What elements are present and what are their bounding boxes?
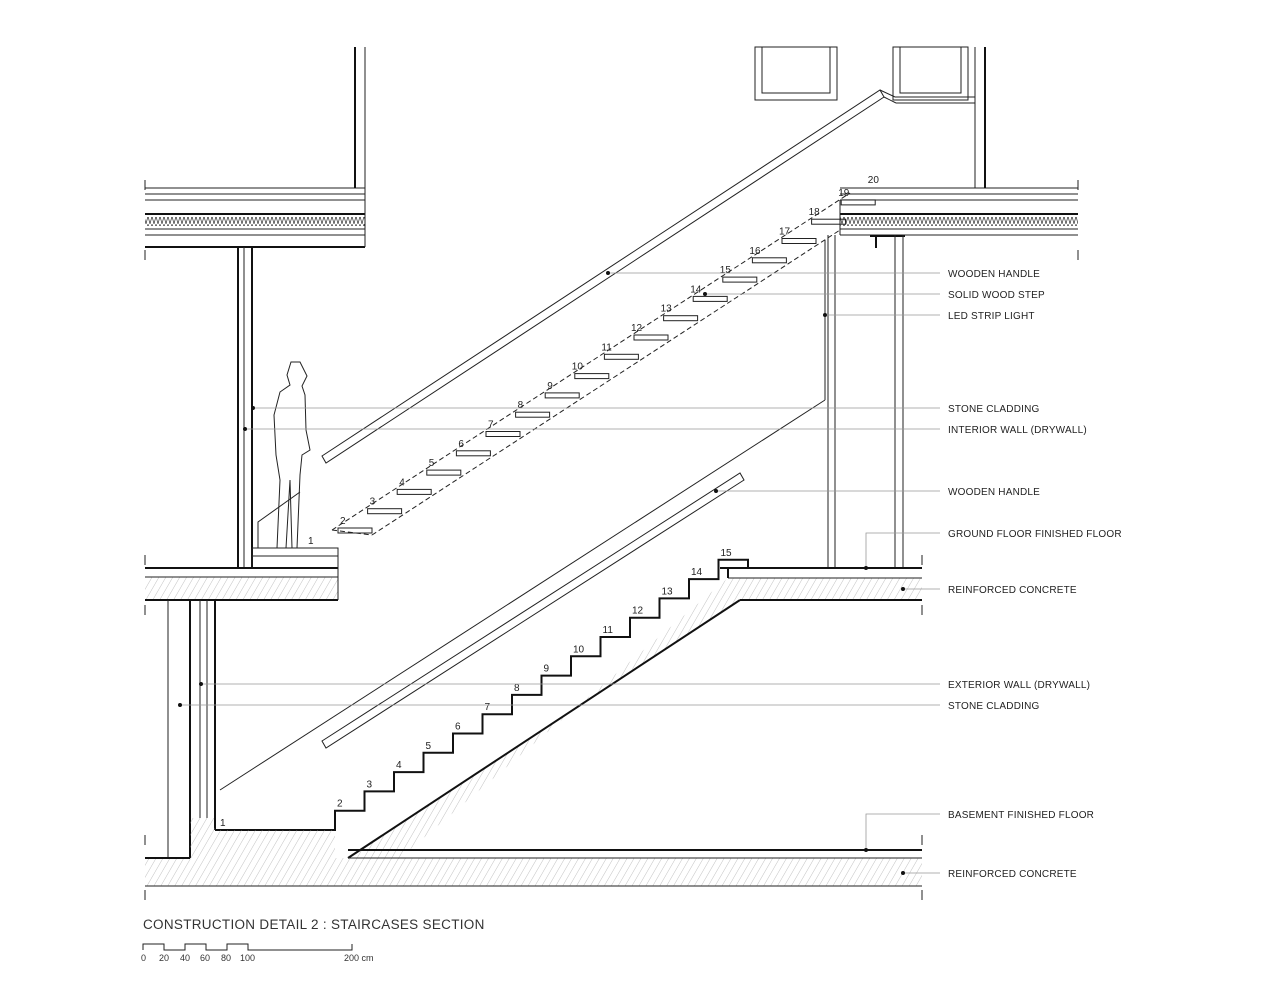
solid-wood-step	[455, 450, 491, 457]
solid-wood-step	[663, 315, 699, 322]
step-number: 6	[458, 439, 464, 450]
label-leaders: WOODEN HANDLE SOLID WOOD STEP LED STRIP LI…	[178, 269, 1122, 880]
callout-label: STONE CLADDING	[948, 701, 1040, 712]
solid-wood-step	[515, 411, 551, 418]
step-number: 3	[367, 779, 373, 790]
step-number: 12	[632, 606, 644, 617]
callout-label: BASEMENT FINISHED FLOOR	[948, 810, 1094, 821]
step-number: 5	[429, 458, 435, 469]
stair-stringer-dashed	[331, 192, 851, 531]
solid-wood-step	[337, 527, 373, 534]
step-number: 9	[547, 381, 553, 392]
step-number: 19	[838, 188, 850, 199]
lower-walls	[167, 600, 216, 858]
step-number: 7	[485, 702, 491, 713]
callout-label: WOODEN HANDLE	[948, 269, 1040, 280]
drawing-title: CONSTRUCTION DETAIL 2 : STAIRCASES SECTI…	[143, 917, 485, 932]
step-number: 1	[220, 818, 226, 829]
step-number: 4	[396, 760, 402, 771]
step-number: 14	[691, 567, 703, 578]
step-number: 5	[426, 741, 432, 752]
upper-handrail	[321, 89, 975, 464]
step-number: 12	[631, 323, 643, 334]
callout-label: INTERIOR WALL (DRYWALL)	[948, 425, 1087, 436]
step-number: 3	[370, 497, 376, 508]
callout-label: GROUND FLOOR FINISHED FLOOR	[948, 529, 1122, 540]
step-number: 2	[340, 516, 346, 527]
scale-tick: 0	[141, 953, 146, 963]
solid-wood-step	[633, 334, 669, 341]
stair-stringer-dashed	[371, 229, 841, 536]
solid-wood-step	[811, 218, 847, 225]
solid-wood-step	[781, 238, 817, 244]
scale-bar: 0 20 40 60 80 100 200 cm	[141, 943, 374, 963]
interior-walls	[219, 235, 904, 791]
stair-stringer-dashed	[331, 529, 373, 536]
step-number: 2	[337, 799, 343, 810]
solid-wood-step	[751, 257, 787, 264]
solid-wood-step	[396, 488, 432, 495]
solid-wood-step	[603, 353, 639, 360]
step-number: 11	[603, 625, 614, 636]
solid-wood-step	[544, 392, 580, 399]
solid-wood-step	[367, 508, 403, 515]
solid-wood-step	[574, 373, 610, 380]
basement-slab	[145, 818, 922, 887]
step-number: 7	[488, 420, 494, 431]
step-number: 9	[544, 664, 550, 675]
step-number: 11	[601, 342, 612, 353]
callout-label: WOODEN HANDLE	[948, 487, 1040, 498]
callout-label: EXTERIOR WALL (DRYWALL)	[948, 680, 1090, 691]
solid-wood-step	[692, 295, 728, 302]
solid-wood-step	[722, 276, 758, 283]
step-number: 15	[720, 265, 732, 276]
callout-label: REINFORCED CONCRETE	[948, 869, 1077, 880]
step-number: 8	[514, 683, 520, 694]
step-number: 10	[572, 362, 584, 373]
callout-label: SOLID WOOD STEP	[948, 290, 1045, 301]
step-number: 20	[868, 175, 880, 186]
step-number: 16	[749, 246, 761, 257]
step-number: 4	[399, 477, 405, 488]
scale-tick: 20	[159, 953, 169, 963]
ground-floor-slab	[145, 548, 922, 859]
solid-wood-step	[840, 199, 876, 206]
step-number: 8	[518, 400, 524, 411]
scale-tick: 100	[240, 953, 255, 963]
lower-handrail	[321, 472, 745, 749]
callout-label: REINFORCED CONCRETE	[948, 585, 1077, 596]
step-number: 10	[573, 644, 585, 655]
step-number: 15	[721, 548, 733, 559]
scale-end: 200 cm	[344, 953, 374, 963]
landing	[251, 491, 339, 568]
step-number: 18	[809, 207, 821, 218]
step-number: 13	[662, 586, 674, 597]
end-ticks	[144, 180, 1079, 900]
scale-tick: 40	[180, 953, 190, 963]
solid-wood-step	[485, 431, 521, 437]
step-number: 1	[308, 536, 314, 547]
upper-walls	[354, 46, 986, 188]
upper-floor-slab-right	[839, 187, 1078, 248]
step-number: 17	[779, 227, 791, 238]
scale-tick: 60	[200, 953, 210, 963]
step-number: 6	[455, 722, 461, 733]
upper-floor-slab-left	[145, 187, 366, 248]
scale-tick: 80	[221, 953, 231, 963]
callout-label: LED STRIP LIGHT	[948, 311, 1035, 322]
stair-profile	[215, 558, 749, 831]
person-silhouette	[273, 361, 311, 549]
solid-wood-step	[426, 469, 462, 476]
step-number: 14	[690, 284, 702, 295]
step-number: 13	[661, 304, 673, 315]
callout-label: STONE CLADDING	[948, 404, 1040, 415]
